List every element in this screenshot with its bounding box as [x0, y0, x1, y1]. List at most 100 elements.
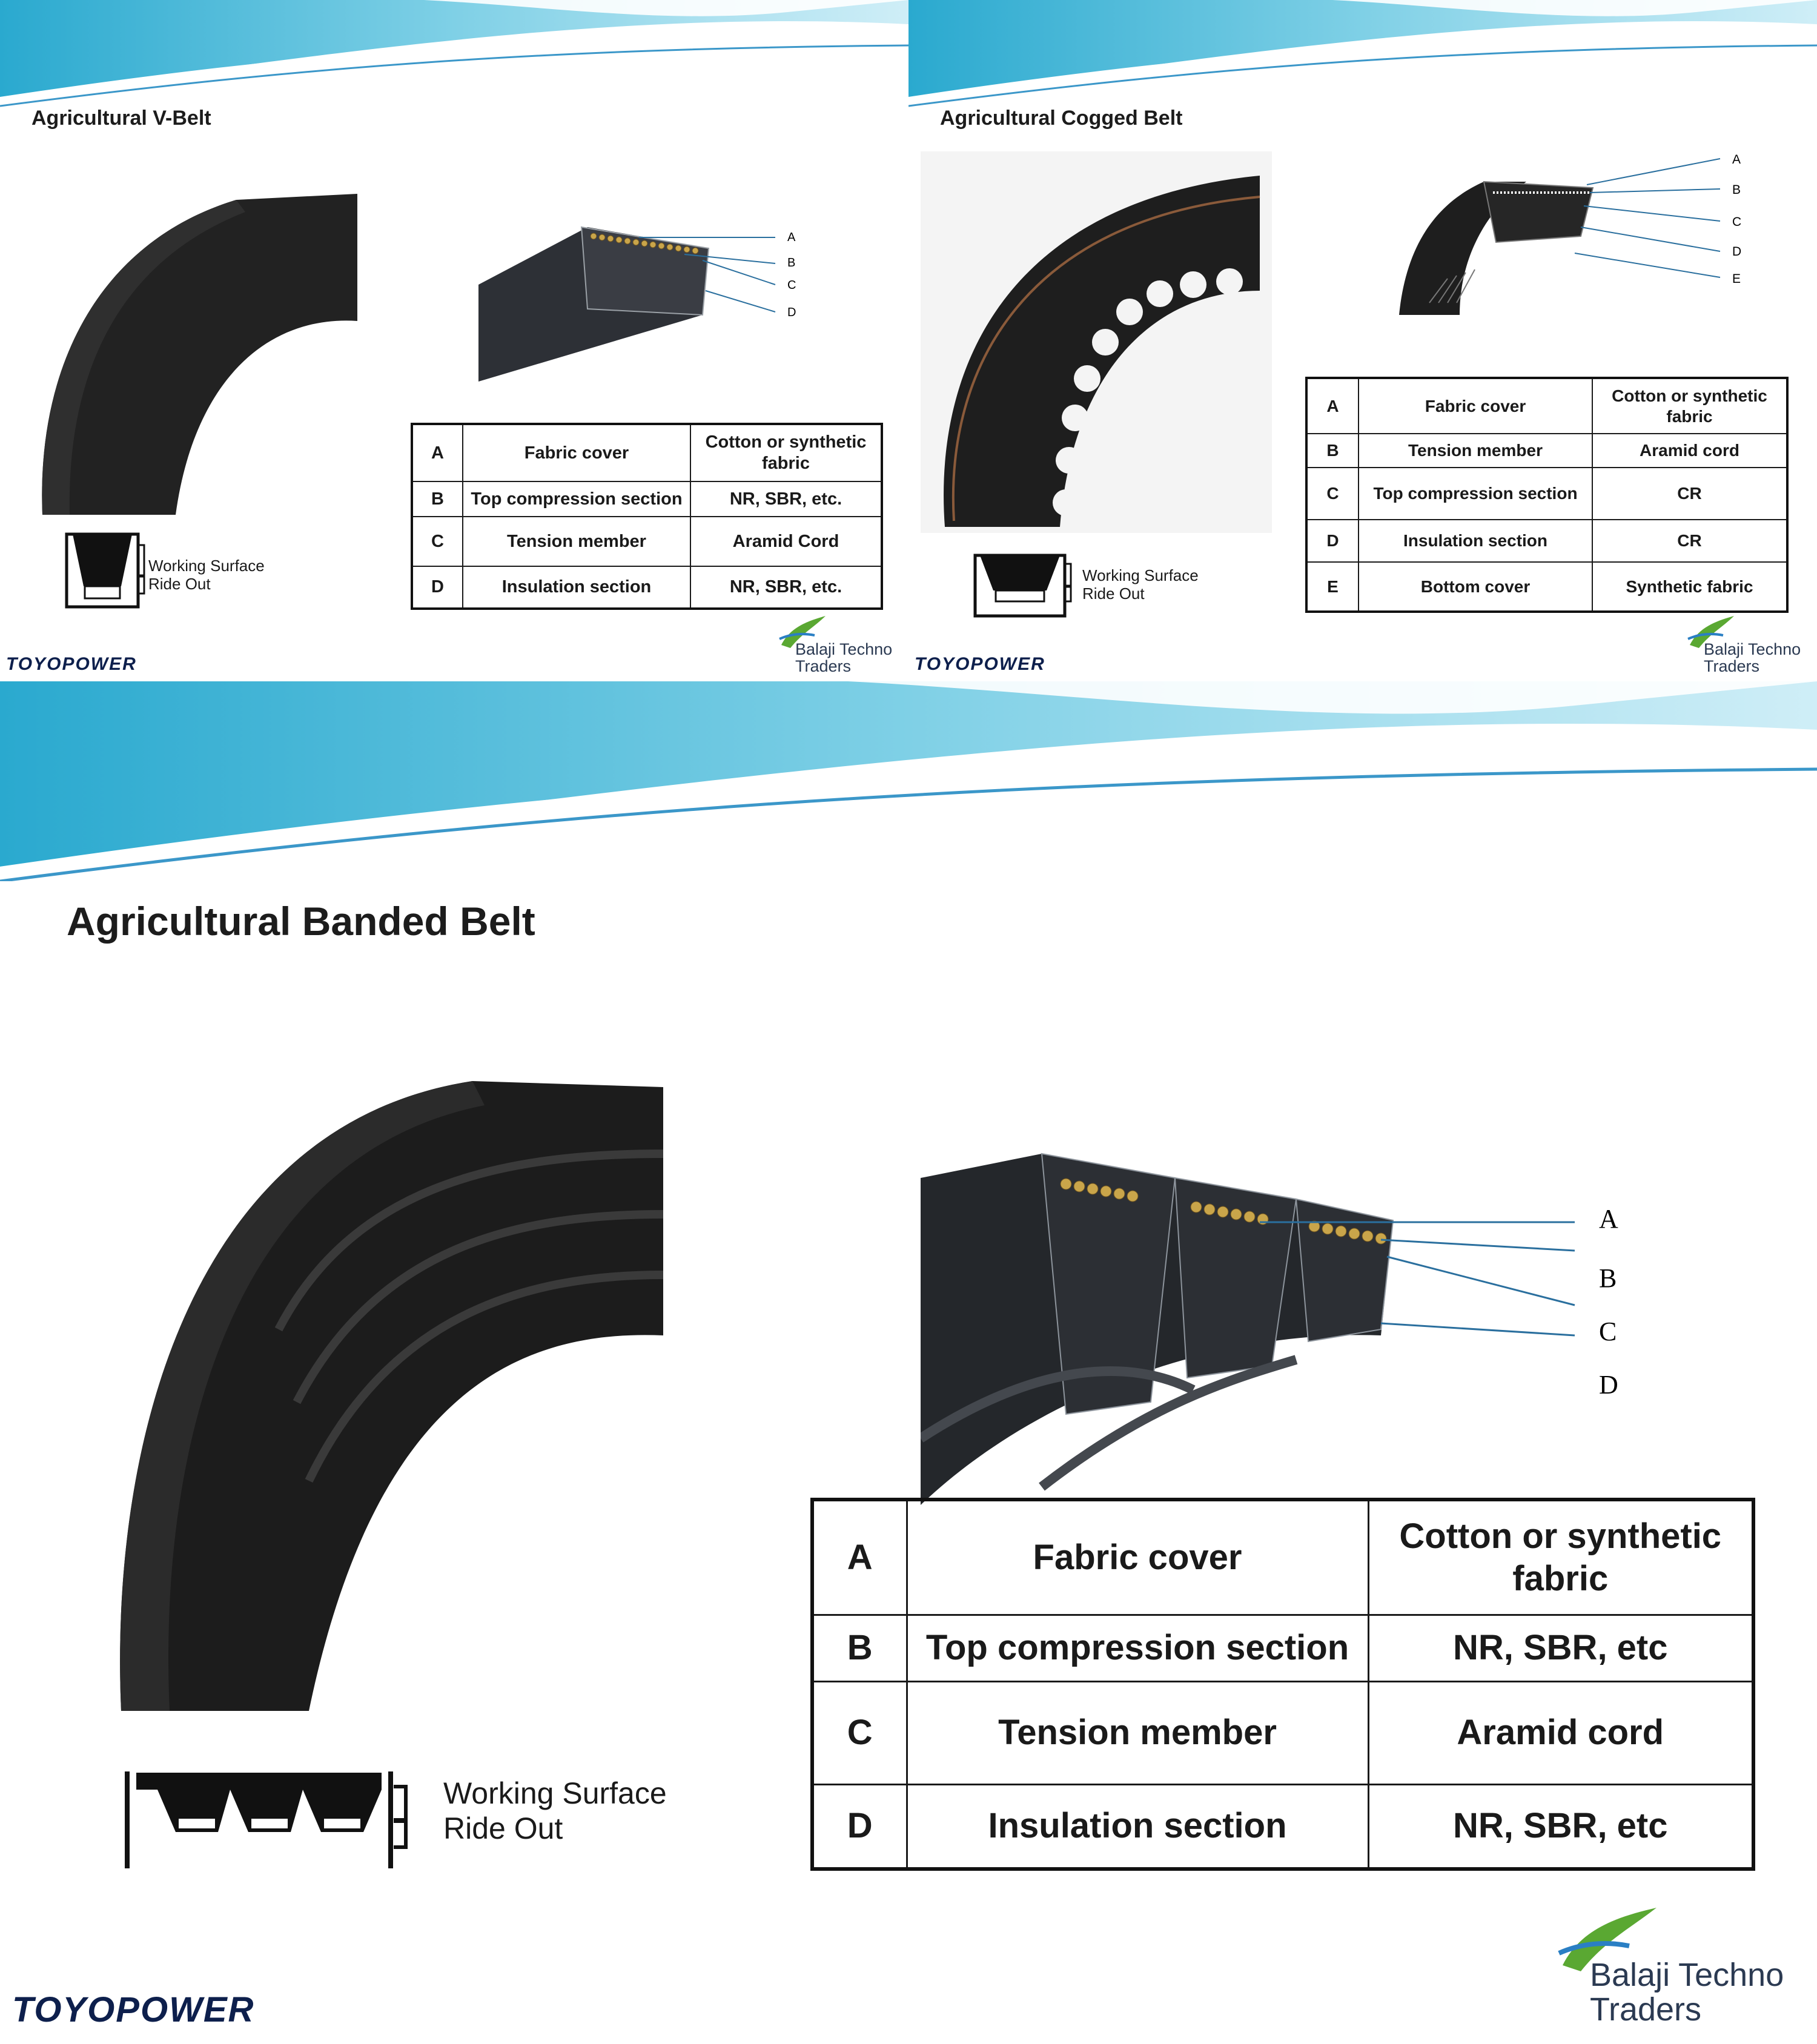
callout-d: D: [787, 306, 796, 319]
table-cell: Fabric cover: [905, 1498, 1369, 1616]
spec-table: A Fabric cover Cotton or synthetic fabri…: [1305, 377, 1789, 613]
working-surface-diagram: [65, 532, 145, 609]
table-row: B Top compression section NR, SBR, etc.: [411, 481, 882, 517]
table-cell: Aramid cord: [1592, 433, 1788, 468]
header-wave: [908, 0, 1817, 107]
table-cell: Fabric cover: [1358, 377, 1593, 434]
working-surface-label: Working Surface: [443, 1776, 667, 1810]
slide-banded-belt: Agricultural Banded Belt: [0, 681, 1817, 2044]
callout-b: B: [787, 256, 795, 270]
table-cell: D: [411, 566, 463, 609]
slide-cogged-belt: Agricultural Cogged Belt A B C D E: [908, 0, 1817, 681]
ride-out-label: Ride Out: [148, 574, 211, 593]
cogged-belt-cross-section: A B C D E: [1399, 153, 1741, 315]
table-cell: Cotton or synthetic fabric: [1367, 1498, 1755, 1616]
table-cell: Aramid cord: [1367, 1680, 1755, 1785]
table-row: B Top compression section NR, SBR, etc: [811, 1613, 1755, 1682]
table-cell: Synthetic fabric: [1592, 561, 1788, 612]
table-cell: B: [411, 481, 463, 517]
slide-title: Agricultural Banded Belt: [67, 899, 535, 944]
table-cell: D: [1306, 519, 1359, 563]
table-row: C Tension member Aramid Cord: [411, 516, 882, 567]
table-cell: C: [1306, 467, 1359, 520]
table-cell: Cotton or synthetic fabric: [1592, 377, 1788, 434]
table-cell: Insulation section: [1358, 519, 1593, 563]
table-cell: Top compression section: [1358, 467, 1593, 520]
callout-b: B: [1599, 1263, 1617, 1293]
table-cell: A: [1306, 377, 1359, 434]
callout-a: A: [787, 231, 796, 244]
balaji-logo: Balaji Techno Traders: [1704, 640, 1801, 676]
table-row: E Bottom cover Synthetic fabric: [1306, 561, 1788, 612]
callout-e: E: [1732, 272, 1741, 286]
table-cell: B: [811, 1613, 908, 1682]
table-cell: Insulation section: [905, 1783, 1369, 1870]
table-cell: Insulation section: [462, 566, 691, 609]
table-row: C Top compression section CR: [1306, 467, 1788, 520]
cogged-belt-photo: [921, 151, 1272, 533]
table-row: B Tension member Aramid cord: [1306, 433, 1788, 468]
table-cell: D: [811, 1783, 908, 1870]
table-cell: NR, SBR, etc: [1367, 1613, 1755, 1682]
working-surface-diagram: [125, 1771, 408, 1868]
banded-belt-cross-section: A B C D: [921, 1153, 1618, 1505]
balaji-swoosh-icon: [1687, 616, 1734, 648]
table-cell: C: [411, 516, 463, 567]
callout-c: C: [1732, 215, 1741, 229]
table-cell: CR: [1592, 467, 1788, 520]
header-wave: [0, 0, 908, 107]
callout-a: A: [1599, 1204, 1618, 1234]
toyopower-logo: TOYOPOWER: [915, 654, 1045, 674]
callout-d: D: [1599, 1370, 1618, 1400]
table-cell: Fabric cover: [462, 423, 691, 482]
slide-title: Agricultural Cogged Belt: [940, 107, 1183, 130]
table-row: C Tension member Aramid cord: [811, 1680, 1755, 1785]
callout-d: D: [1732, 245, 1741, 259]
working-surface-diagram: [973, 554, 1072, 618]
slide-v-belt: Agricultural V-Belt A B C D A: [0, 0, 908, 681]
table-row: D Insulation section NR, SBR, etc: [811, 1783, 1755, 1870]
callout-c: C: [787, 279, 796, 292]
header-wave: [0, 681, 1817, 881]
v-belt-cross-section: A B C D: [478, 226, 796, 382]
balaji-logo: Balaji Techno Traders: [795, 640, 893, 676]
table-cell: Bottom cover: [1358, 561, 1593, 612]
callout-b: B: [1732, 183, 1741, 197]
table-row: D Insulation section NR, SBR, etc.: [411, 566, 882, 609]
table-cell: E: [1306, 561, 1359, 612]
table-cell: Tension member: [905, 1680, 1369, 1785]
table-cell: NR, SBR, etc.: [690, 566, 882, 609]
callout-c: C: [1599, 1317, 1617, 1346]
banded-belt-photo: [120, 1081, 664, 1711]
table-cell: Top compression section: [905, 1613, 1369, 1682]
v-belt-photo: [42, 194, 357, 515]
working-surface-label: Working Surface: [148, 557, 265, 575]
ride-out-label: Ride Out: [1082, 584, 1145, 603]
table-cell: Aramid Cord: [690, 516, 882, 567]
table-cell: Tension member: [1358, 433, 1593, 468]
slide-title: Agricultural V-Belt: [31, 107, 211, 130]
toyopower-logo: TOYOPOWER: [12, 1990, 255, 2029]
table-cell: A: [811, 1498, 908, 1616]
table-row: A Fabric cover Cotton or synthetic fabri…: [1306, 377, 1788, 434]
table-cell: NR, SBR, etc.: [690, 481, 882, 517]
balaji-swoosh-icon: [1558, 1908, 1656, 1971]
balaji-logo: Balaji Techno Traders: [1590, 1957, 1784, 2028]
table-cell: A: [411, 423, 463, 482]
table-row: A Fabric cover Cotton or synthetic fabri…: [411, 423, 882, 482]
table-cell: Top compression section: [462, 481, 691, 517]
callout-a: A: [1732, 153, 1741, 167]
table-cell: Tension member: [462, 516, 691, 567]
spec-table: A Fabric cover Cotton or synthetic fabri…: [810, 1498, 1755, 1871]
table-row: A Fabric cover Cotton or synthetic fabri…: [811, 1498, 1755, 1616]
table-row: D Insulation section CR: [1306, 519, 1788, 563]
table-cell: B: [1306, 433, 1359, 468]
table-cell: C: [811, 1680, 908, 1785]
ride-out-label: Ride Out: [443, 1811, 563, 1845]
balaji-swoosh-icon: [779, 616, 826, 648]
table-cell: CR: [1592, 519, 1788, 563]
spec-table: A Fabric cover Cotton or synthetic fabri…: [411, 423, 883, 610]
toyopower-logo: TOYOPOWER: [6, 654, 137, 674]
working-surface-label: Working Surface: [1082, 566, 1199, 584]
table-cell: Cotton or synthetic fabric: [690, 423, 882, 482]
